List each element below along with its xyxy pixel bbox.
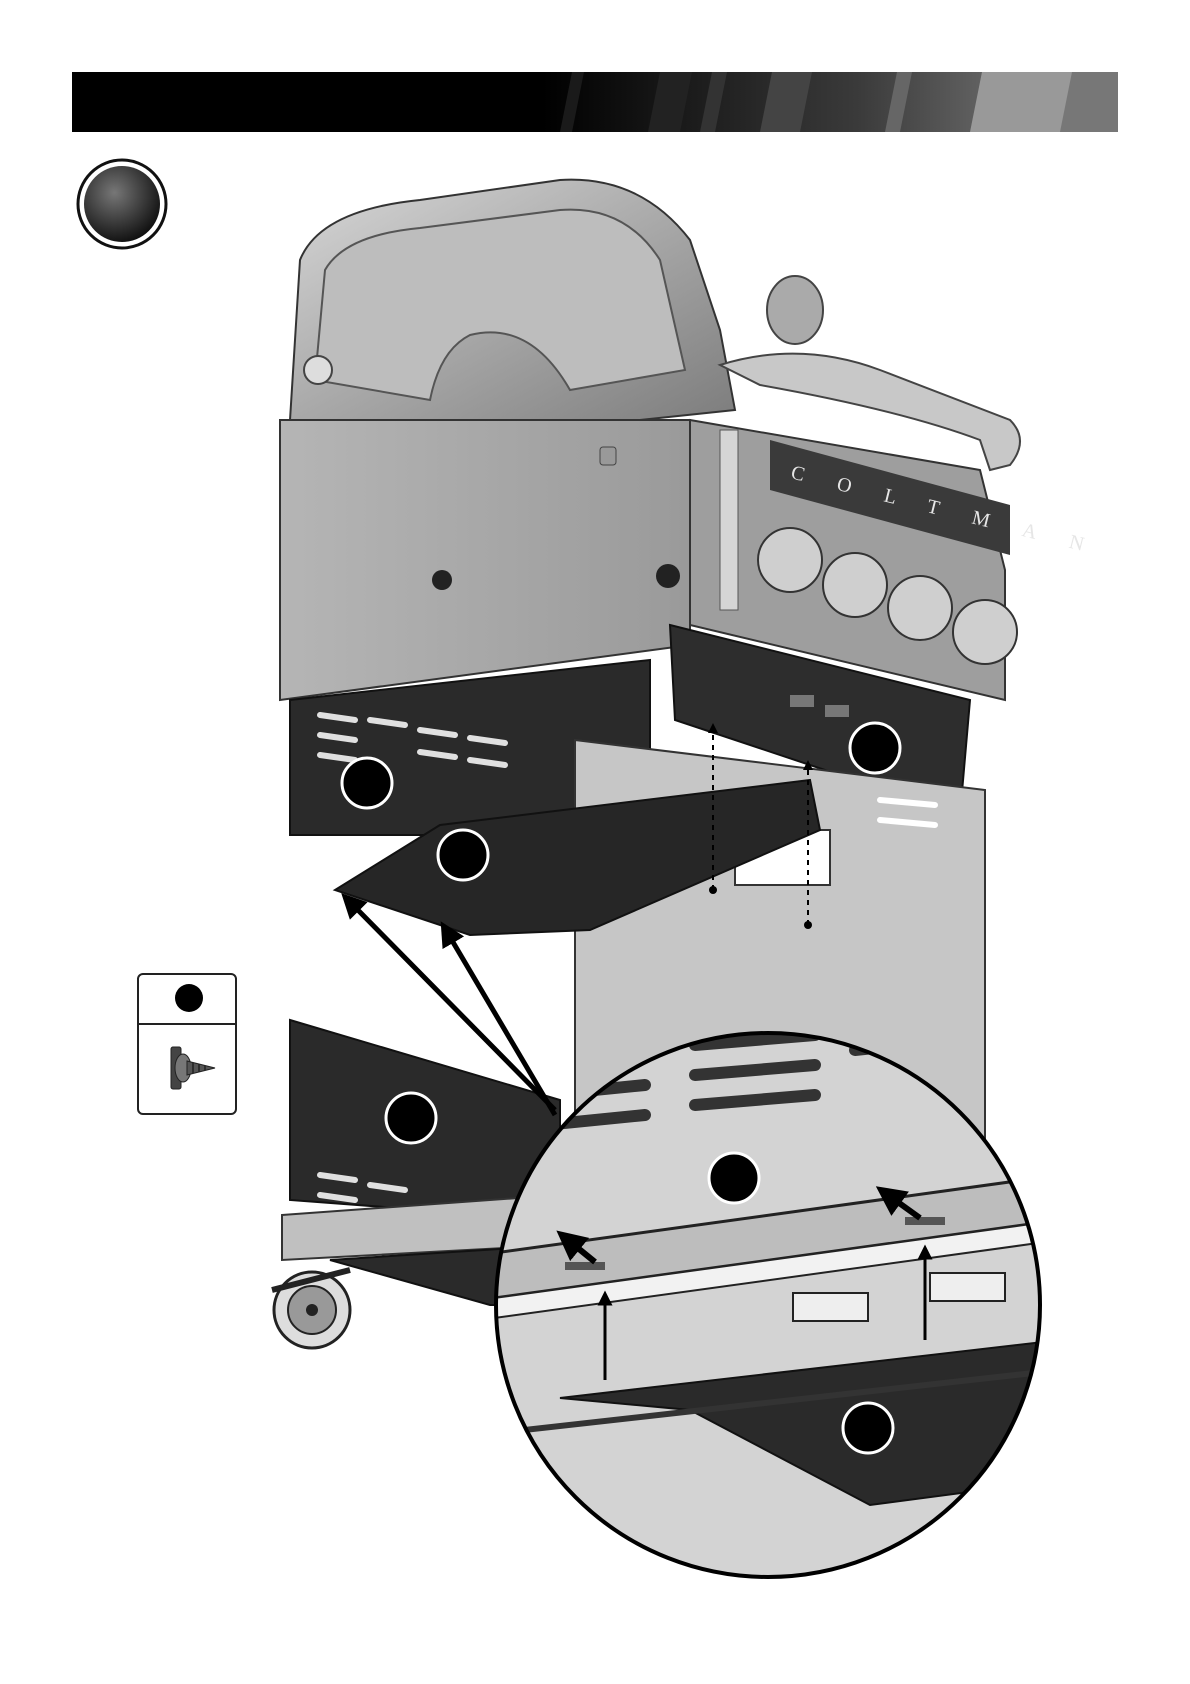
part-callout bbox=[342, 758, 392, 808]
knob-icon[interactable] bbox=[888, 576, 952, 640]
part-callout bbox=[709, 1153, 759, 1203]
part-callout bbox=[843, 1403, 893, 1453]
thermometer-icon bbox=[767, 276, 823, 344]
hardware-legend bbox=[137, 973, 237, 1115]
part-callout bbox=[386, 1093, 436, 1143]
legend-divider bbox=[139, 1023, 235, 1025]
hardware-id-dot bbox=[175, 984, 203, 1012]
knob-icon[interactable] bbox=[823, 553, 887, 617]
firebox-side bbox=[280, 420, 690, 700]
part-callout bbox=[438, 830, 488, 880]
knob-icon[interactable] bbox=[758, 528, 822, 592]
part-callout bbox=[850, 723, 900, 773]
caster-wheel bbox=[272, 1270, 350, 1348]
knob-icon[interactable] bbox=[953, 600, 1017, 664]
screw-icon bbox=[157, 1035, 223, 1101]
